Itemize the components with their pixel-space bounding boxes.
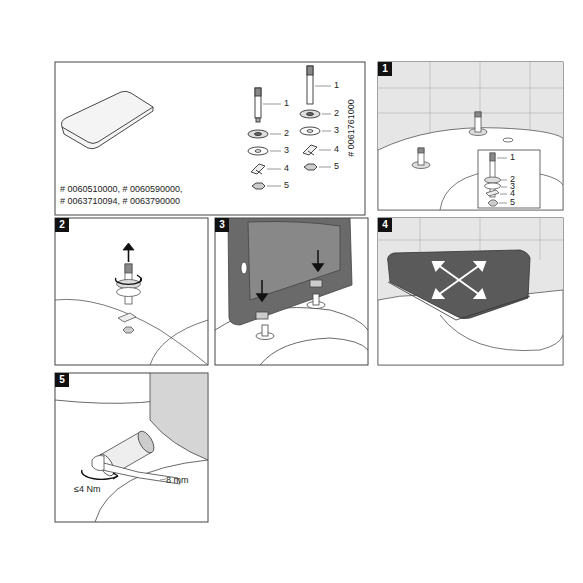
panel-frame (378, 218, 563, 365)
step-number: 4 (382, 220, 388, 230)
tighten-scene (55, 373, 208, 522)
panel-frame (55, 373, 208, 522)
callout-number: 1 (284, 99, 289, 109)
article-number: # 0063710094, # 0063790000 (60, 197, 180, 207)
article-number: # 0060510000, # 0060590000, (60, 185, 183, 195)
callout-number: 5 (510, 198, 515, 208)
seat-adjust-scene (378, 218, 563, 365)
callout-number: 2 (284, 129, 289, 139)
seat-mount-scene (215, 218, 368, 365)
callout-number: 4 (284, 164, 289, 174)
step-badge: 4 (378, 218, 392, 232)
callout-number: 5 (284, 181, 289, 191)
bolt-insertion-scene (378, 62, 563, 210)
step-badge: 5 (55, 373, 69, 387)
panel-frame (378, 62, 563, 210)
dimension: ≤4 Nm (74, 485, 100, 495)
step-number: 3 (219, 220, 225, 230)
callout-number: 4 (334, 145, 339, 155)
callout-number: 3 (284, 146, 289, 156)
panel-frame (55, 62, 365, 215)
article-number: # 0061761000 (347, 99, 357, 157)
callout-number: 1 (510, 153, 515, 163)
callout-number: 1 (334, 81, 339, 91)
callout-number: 3 (334, 126, 339, 136)
bolt-adjust-scene (55, 243, 208, 365)
step-number: 5 (59, 375, 65, 385)
step-number: 2 (59, 220, 65, 230)
dimension: 8 mm (166, 476, 189, 486)
callout-number: 5 (334, 162, 339, 172)
callout-number: 2 (334, 109, 339, 119)
panel-frame (215, 218, 368, 365)
parts-overview (62, 66, 332, 189)
step-badge: 3 (215, 218, 229, 232)
step-badge: 2 (55, 218, 69, 232)
panel-frame (55, 218, 208, 365)
step-badge: 1 (378, 62, 392, 76)
step-number: 1 (382, 64, 388, 74)
